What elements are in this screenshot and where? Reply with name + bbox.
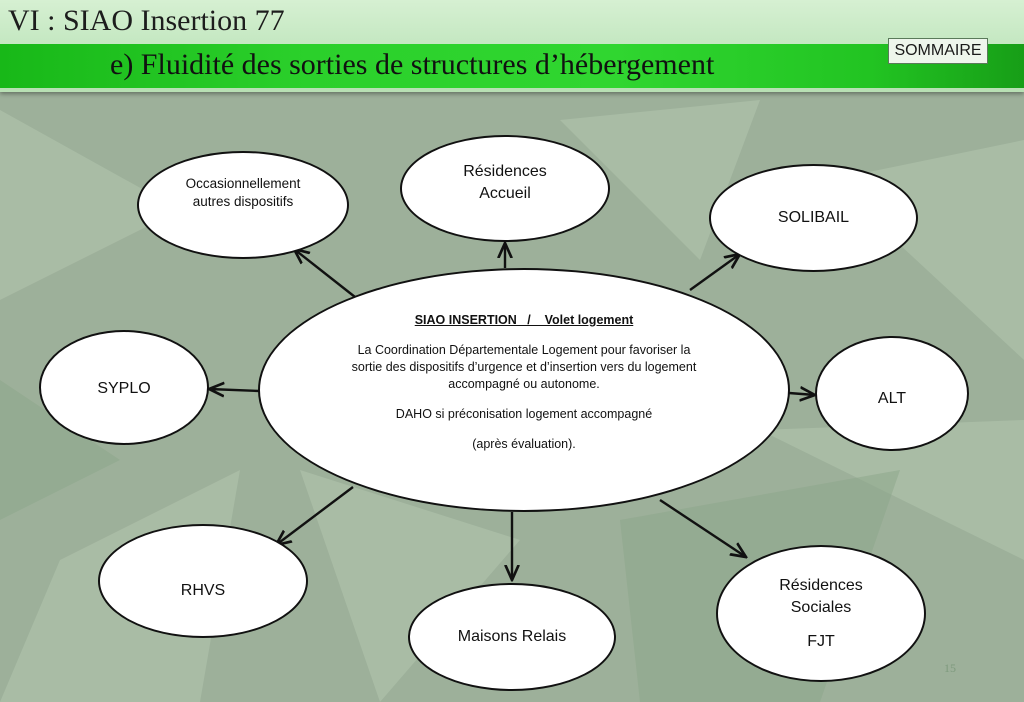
- slide-header: VI : SIAO Insertion 77 e) Fluidité des s…: [0, 0, 1024, 92]
- node-residences-sociales: Résidences Sociales FJT: [716, 545, 926, 682]
- node-rhvs: RHVS: [98, 524, 308, 638]
- node-occasionnellement-line1: Occasionnellement: [185, 176, 301, 191]
- node-residences-accueil: Résidences Accueil: [400, 135, 610, 242]
- sommaire-button[interactable]: SOMMAIRE: [888, 38, 988, 64]
- node-residences-sociales-line1: Résidences: [779, 576, 863, 594]
- slide-title: VI : SIAO Insertion 77: [8, 4, 285, 37]
- center-description: La Coordination Départementale Logement …: [351, 343, 697, 391]
- node-alt: ALT: [815, 336, 969, 451]
- header-green-band: [0, 44, 1024, 88]
- arrow-to-alt: [788, 393, 815, 395]
- node-syplo-label: SYPLO: [97, 380, 151, 397]
- node-center-siao: SIAO INSERTION / Volet logement La Coord…: [258, 268, 790, 512]
- node-residences-accueil-line1: Résidences: [463, 163, 547, 180]
- node-occasionnellement: Occasionnellement autres dispositifs: [137, 151, 349, 259]
- center-daho: DAHO si préconisation logement accompagn…: [395, 407, 653, 421]
- arrow-to-occasionnellement: [294, 249, 356, 298]
- node-solibail: SOLIBAIL: [709, 164, 918, 272]
- node-fjt-label: FJT: [807, 632, 835, 650]
- arrow-to-solibail: [689, 254, 740, 291]
- node-maisons-relais: Maisons Relais: [408, 583, 616, 691]
- arrow-to-syplo: [209, 389, 261, 391]
- node-syplo: SYPLO: [39, 330, 209, 445]
- page-number: 15: [944, 661, 956, 675]
- node-solibail-label: SOLIBAIL: [777, 209, 850, 226]
- center-heading: SIAO INSERTION / Volet logement: [414, 313, 634, 327]
- center-evaluation: (après évaluation).: [472, 437, 576, 451]
- node-residences-sociales-line2: Sociales: [790, 598, 852, 616]
- node-maisons-relais-label: Maisons Relais: [457, 628, 567, 645]
- node-alt-label: ALT: [877, 390, 907, 407]
- node-occasionnellement-line2: autres dispositifs: [192, 194, 294, 209]
- node-rhvs-label: RHVS: [180, 582, 226, 599]
- arrow-to-rhvs: [276, 486, 354, 545]
- arrow-to-residences-sociales: [659, 498, 746, 557]
- node-residences-accueil-line2: Accueil: [479, 185, 531, 202]
- slide-subtitle: e) Fluidité des sorties de structures d’…: [110, 48, 715, 81]
